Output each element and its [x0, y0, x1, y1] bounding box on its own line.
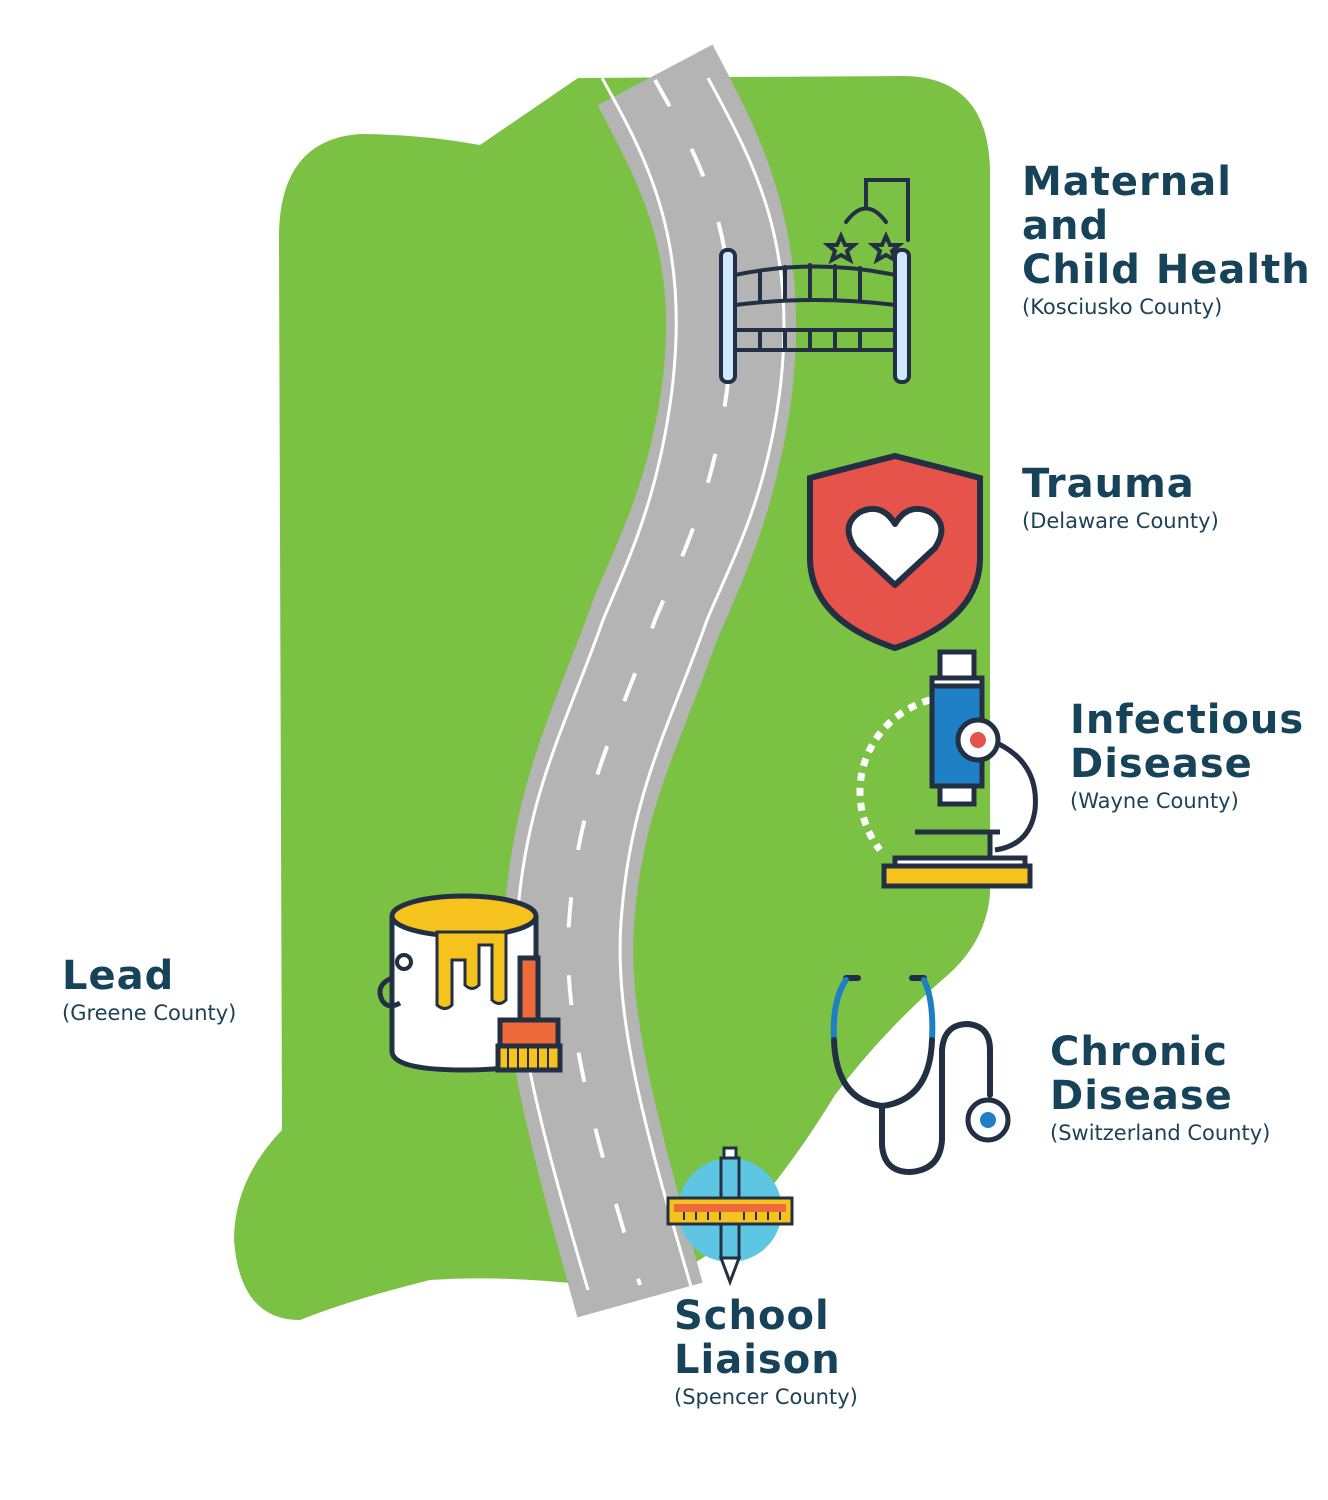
label-title-line-2: Child Health — [1022, 247, 1311, 293]
shield-heart-icon — [807, 452, 983, 652]
label-title-line-2: Disease — [1070, 741, 1253, 787]
label-title-line-2: Disease — [1050, 1073, 1233, 1119]
ruler-pencil-icon — [666, 1146, 794, 1287]
label-county: (Wayne County) — [1070, 789, 1239, 813]
label-county: (Switzerland County) — [1050, 1121, 1271, 1145]
label-county: (Spencer County) — [674, 1385, 858, 1409]
stethoscope-icon — [830, 975, 1011, 1176]
label-trauma: Trauma (Delaware County) — [1022, 462, 1219, 536]
label-title-line-1: Infectious — [1070, 697, 1305, 743]
label-title-line-1: Trauma — [1022, 461, 1195, 507]
road-center-line — [566, 79, 734, 1286]
label-school-liaison: School Liaison (Spencer County) — [674, 1294, 858, 1412]
label-maternal-child-health: Maternal and Child Health (Kosciusko Cou… — [1022, 160, 1328, 322]
label-county: (Delaware County) — [1022, 509, 1219, 533]
label-title-line-1: School — [674, 1293, 830, 1339]
label-title-line-1: Maternal and — [1022, 159, 1232, 249]
crib-icon — [719, 178, 911, 384]
label-title-line-2: Liaison — [674, 1337, 841, 1383]
label-chronic-disease: Chronic Disease (Switzerland County) — [1050, 1030, 1270, 1148]
road-edge-right — [618, 77, 786, 1291]
label-lead: Lead (Greene County) — [62, 954, 236, 1028]
label-title-line-1: Lead — [62, 953, 175, 999]
label-infectious-disease: Infectious Disease (Wayne County) — [1070, 698, 1304, 816]
label-title-line-1: Chronic — [1050, 1029, 1228, 1075]
label-county: (Greene County) — [62, 1001, 237, 1025]
label-county: (Kosciusko County) — [1022, 295, 1223, 319]
microscope-icon — [856, 649, 1038, 889]
paint-bucket-icon — [377, 893, 563, 1073]
